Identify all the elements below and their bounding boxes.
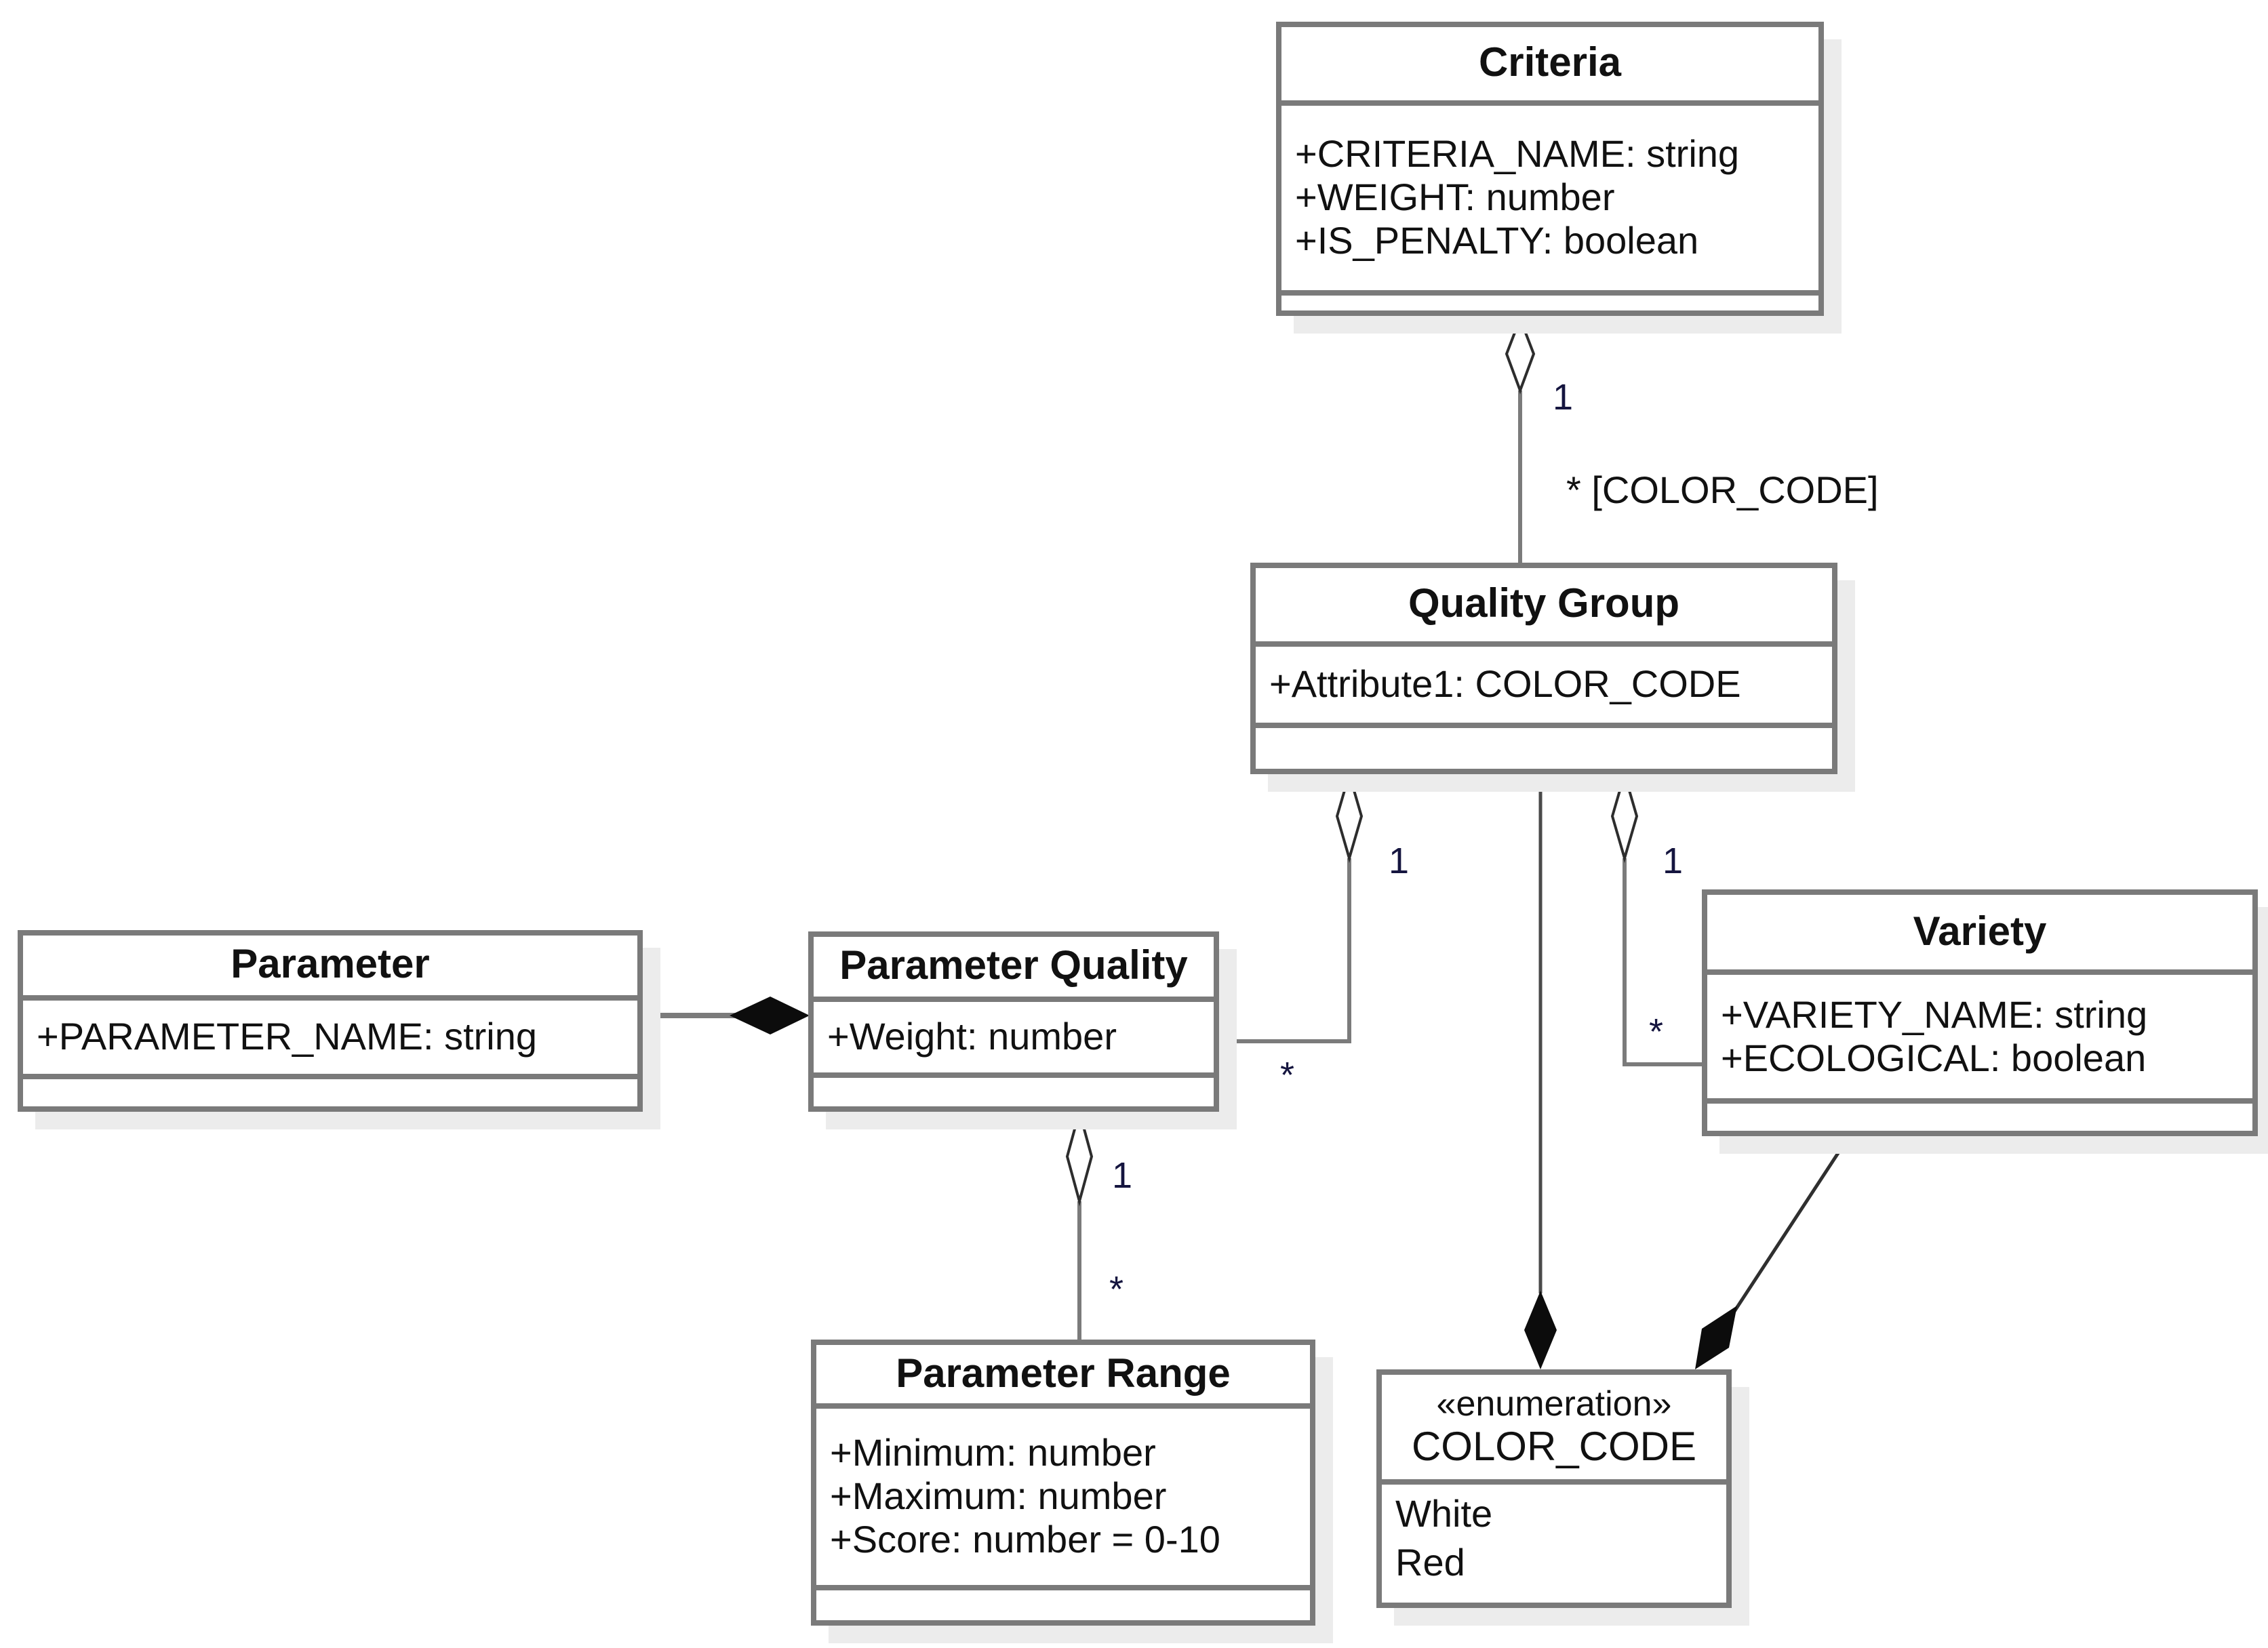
aggregation-diamond-icon (1065, 1106, 1094, 1207)
class-parameter-range-title: Parameter Range (816, 1345, 1310, 1409)
attribute-row: +Weight: number (827, 1016, 1117, 1058)
operations-section-empty (816, 1590, 1310, 1620)
enumeration-color-code[interactable]: «enumeration» COLOR_CODE White Red (1376, 1369, 1732, 1608)
multiplicity-variety-end: * (1649, 1011, 1664, 1052)
enumeration-stereotype: «enumeration» (1436, 1382, 1672, 1423)
class-parameter-title: Parameter (23, 936, 637, 1001)
edge-variety-colorcode (1695, 1136, 1850, 1369)
edge-line (1219, 858, 1351, 1043)
class-quality-group-title: Quality Group (1256, 568, 1832, 647)
attribute-row: +ECOLOGICAL: boolean (1721, 1037, 2147, 1079)
class-parameter-range[interactable]: Parameter Range +Minimum: number +Maximu… (811, 1340, 1315, 1626)
class-criteria[interactable]: Criteria +CRITERIA_NAME: string +WEIGHT:… (1276, 22, 1824, 316)
composition-diamond-icon (1695, 1306, 1737, 1369)
class-criteria-attributes: +CRITERIA_NAME: string +WEIGHT: number +… (1281, 106, 1818, 296)
class-parameter-quality-attributes: +Weight: number (814, 1002, 1214, 1078)
attribute-row: +Score: number = 0-10 (830, 1519, 1220, 1561)
aggregation-diamond-icon (1335, 769, 1364, 864)
operations-section-empty (1281, 296, 1818, 310)
aggregation-diamond-icon (1610, 769, 1639, 864)
class-variety[interactable]: Variety +VARIETY_NAME: string +ECOLOGICA… (1702, 889, 2258, 1136)
operations-section-empty (1707, 1104, 2252, 1131)
aggregation-diamond-icon (1505, 315, 1536, 395)
edge-qualitygroup-parameterquality (1219, 769, 1364, 1043)
operations-section-empty (814, 1078, 1214, 1106)
class-parameter-range-attributes: +Minimum: number +Maximum: number +Score… (816, 1409, 1310, 1590)
enum-literal: Red (1395, 1542, 1465, 1584)
edge-parameterquality-parameterrange (1065, 1106, 1094, 1340)
class-parameter-quality-title: Parameter Quality (814, 937, 1214, 1002)
attribute-row: +VARIETY_NAME: string (1721, 993, 2148, 1035)
attribute-row: +Maximum: number (830, 1475, 1167, 1517)
composition-diamond-icon (730, 997, 810, 1034)
edge-line (1717, 1136, 1850, 1335)
operations-section-empty (23, 1079, 637, 1106)
class-quality-group[interactable]: Quality Group +Attribute1: COLOR_CODE (1250, 563, 1837, 774)
enum-literal: White (1395, 1493, 1493, 1535)
class-parameter-quality[interactable]: Parameter Quality +Weight: number (808, 931, 1219, 1112)
edge-qualitygroup-variety (1610, 769, 1702, 1066)
multiplicity-qualitygroup-end: 1 (1663, 841, 1684, 881)
edge-parameter-parameterquality (640, 997, 810, 1034)
class-criteria-title: Criteria (1281, 27, 1818, 106)
edge-qualitygroup-colorcode (1524, 774, 1557, 1369)
multiplicity-parameterrange-end: * (1109, 1269, 1124, 1310)
edge-criteria-qualitygroup (1505, 315, 1536, 563)
class-parameter-attributes: +PARAMETER_NAME: string (23, 1001, 637, 1079)
multiplicity-parameterquality-end: 1 (1112, 1155, 1133, 1196)
attribute-row: +IS_PENALTY: boolean (1295, 220, 1699, 262)
class-parameter[interactable]: Parameter +PARAMETER_NAME: string (18, 930, 643, 1112)
attribute-row: +PARAMETER_NAME: string (37, 1016, 538, 1058)
multiplicity-qualitygroup-end: 1 (1389, 841, 1410, 881)
enumeration-name: COLOR_CODE (1411, 1424, 1697, 1469)
enumeration-header: «enumeration» COLOR_CODE (1382, 1375, 1726, 1485)
composition-diamond-icon (1524, 1291, 1557, 1369)
multiplicity-parameterquality-end: * (1280, 1055, 1295, 1096)
edge-line (1623, 858, 1702, 1066)
attribute-row: +Minimum: number (830, 1432, 1156, 1474)
class-quality-group-attributes: +Attribute1: COLOR_CODE (1256, 647, 1832, 728)
attribute-row: +WEIGHT: number (1295, 176, 1615, 218)
class-variety-title: Variety (1707, 895, 2252, 975)
multiplicity-criteria-end: 1 (1553, 377, 1574, 418)
class-variety-attributes: +VARIETY_NAME: string +ECOLOGICAL: boole… (1707, 975, 2252, 1104)
attribute-row: +CRITERIA_NAME: string (1295, 133, 1740, 175)
operations-section-empty (1256, 728, 1832, 769)
enumeration-literals: White Red (1382, 1485, 1726, 1588)
rolename-qualitygroup-end: * [COLOR_CODE] (1566, 469, 1879, 511)
attribute-row: +Attribute1: COLOR_CODE (1269, 663, 1741, 705)
